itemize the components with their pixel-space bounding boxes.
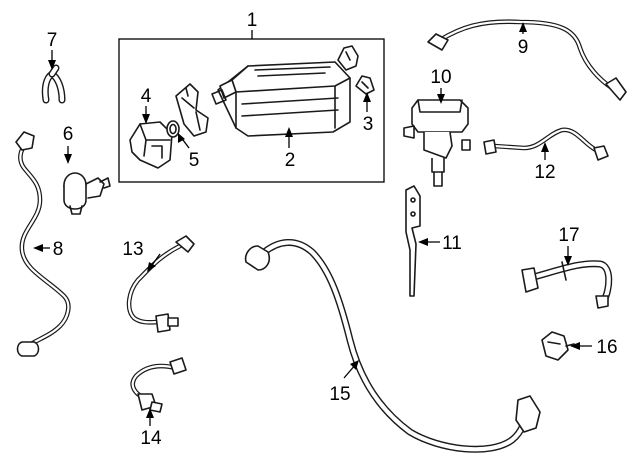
oxygen-sensor-downstream [130, 357, 187, 413]
callout-16: 16 [596, 337, 617, 358]
o-ring [166, 120, 180, 138]
mounting-bracket [405, 185, 421, 297]
leak-detection-pump [403, 99, 471, 187]
vapor-canister [211, 61, 351, 137]
purge-solenoid [63, 172, 111, 215]
callout-9: 9 [518, 37, 529, 58]
callout-10: 10 [430, 67, 451, 88]
callout-13: 13 [122, 239, 143, 260]
callout-12: 12 [534, 162, 555, 183]
canister-bracket [129, 121, 173, 169]
callout-14: 14 [140, 428, 162, 449]
oxygen-sensor-upstream [126, 235, 195, 333]
callout-6: 6 [63, 124, 74, 145]
callout-2: 2 [285, 150, 296, 171]
callout-7: 7 [47, 30, 58, 51]
vapor-hose-upper [427, 19, 627, 101]
callout-8: 8 [53, 239, 64, 260]
callout-5: 5 [189, 150, 200, 171]
callout-15: 15 [329, 384, 350, 405]
vapor-hose-long [244, 239, 541, 453]
evap-tube-left [15, 131, 71, 357]
callout-17: 17 [558, 225, 579, 246]
canister-valve [175, 83, 209, 137]
vent-hose [521, 260, 613, 309]
callout-11: 11 [442, 233, 462, 254]
vent-sensor [541, 331, 575, 361]
callout-3: 3 [363, 114, 374, 135]
canister-clips [337, 45, 375, 95]
hose-y-fitting [41, 64, 66, 104]
vapor-hose-short [483, 127, 609, 161]
callout-4: 4 [141, 86, 152, 107]
callout-1: 1 [247, 10, 258, 31]
